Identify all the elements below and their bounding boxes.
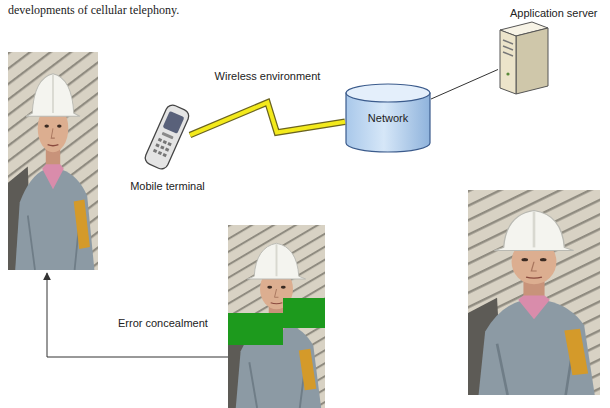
phone-key	[163, 140, 167, 144]
connector-line	[431, 69, 498, 99]
network-cylinder: Network	[345, 83, 431, 153]
node-label: Network	[368, 112, 408, 125]
phone-screen	[163, 111, 185, 134]
phone-key	[160, 145, 164, 149]
bolt-outline	[190, 102, 345, 135]
phone-key	[165, 148, 169, 152]
phone-key	[162, 153, 166, 157]
phone-key	[158, 138, 162, 142]
cropped-caption-text: developments of cellular telephony.	[8, 4, 179, 17]
mobile-phone-icon	[143, 103, 191, 171]
server-icon	[500, 22, 548, 94]
network-link	[431, 69, 498, 99]
application-server-node: Application server	[498, 22, 550, 94]
error-concealment-label: Error concealment	[118, 317, 208, 330]
concealment-arrow	[47, 273, 228, 357]
node-text-wrap: Application server	[510, 7, 597, 20]
phone-key	[153, 149, 157, 153]
phone-key	[162, 132, 174, 140]
drive-slot	[503, 52, 513, 56]
node-text-wrap: Network	[345, 83, 431, 153]
server-front	[500, 30, 516, 94]
received-photo	[8, 52, 98, 270]
cylinder-top	[346, 84, 430, 102]
phone-key	[167, 142, 171, 146]
drive-slot	[503, 40, 513, 44]
phone-key	[158, 151, 162, 155]
drive-slot	[503, 46, 513, 50]
node-text-wrap: Mobile terminal	[130, 180, 205, 193]
original-photo	[468, 190, 600, 395]
corrupted-photo	[228, 225, 325, 408]
wireless-bolt	[190, 102, 345, 135]
phone-key	[155, 143, 159, 147]
edge-label: Wireless environment	[215, 70, 321, 83]
phone-body	[143, 103, 191, 171]
server-side	[516, 28, 548, 94]
wireless-link	[190, 102, 345, 135]
error-block	[228, 298, 325, 345]
power-led	[506, 72, 509, 75]
mobile-terminal-node: Mobile terminal	[145, 103, 190, 171]
node-label: Application server	[510, 7, 597, 20]
node-label: Mobile terminal	[130, 180, 205, 193]
